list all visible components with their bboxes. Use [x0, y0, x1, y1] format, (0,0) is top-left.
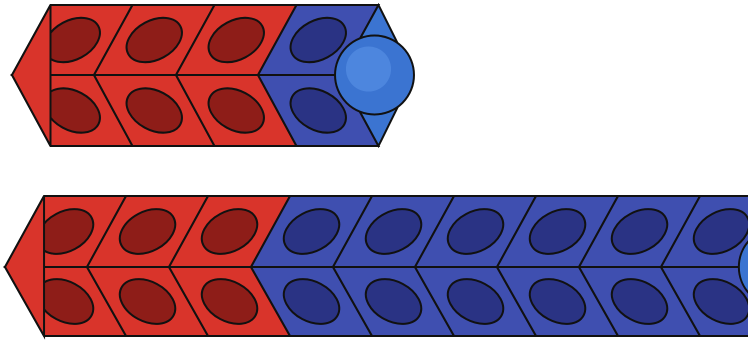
cube-train-1	[12, 5, 414, 146]
cube-train-2	[5, 196, 748, 336]
train-left-end	[12, 5, 51, 146]
train-left-end	[5, 196, 44, 336]
knob-highlight	[346, 46, 391, 91]
